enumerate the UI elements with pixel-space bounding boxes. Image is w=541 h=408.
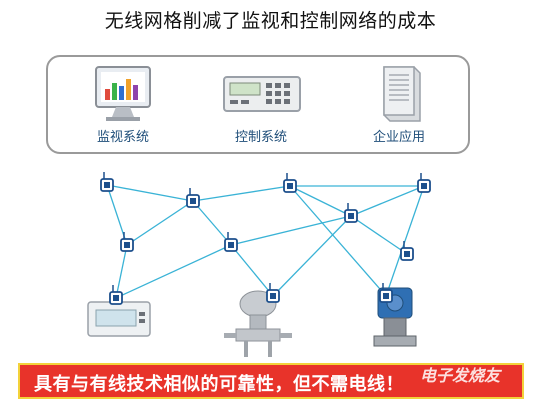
wireless-node-icon — [344, 203, 358, 223]
wireless-node-icon — [379, 283, 393, 303]
monitor-chart-icon — [95, 66, 151, 121]
watermark-text: 电子发烧友 — [420, 366, 501, 385]
systems-group-box: 监视系统 控制系统 企业应用 — [46, 55, 470, 154]
mesh-links — [106, 184, 425, 299]
control-system: 控制系统 — [206, 63, 316, 148]
wireless-node-icon — [109, 285, 123, 305]
enterprise-app: 企业应用 — [344, 63, 454, 148]
valve-actuator-icon — [373, 287, 417, 347]
banner-text: 具有与有线技术相似的可靠性，但不需电线！ — [34, 374, 404, 395]
wireless-node-icon — [100, 172, 114, 192]
wireless-node-icon — [186, 188, 200, 208]
conclusion-banner: 具有与有线技术相似的可靠性，但不需电线！ — [18, 363, 524, 399]
wireless-node-icon — [283, 173, 297, 193]
wireless-node-icon — [400, 241, 414, 261]
server-tower-icon — [383, 66, 421, 122]
pressure-transmitter-icon — [224, 290, 292, 357]
mesh-nodes — [100, 172, 431, 305]
wireless-node-icon — [224, 232, 238, 252]
monitoring-system-label: 监视系统 — [96, 130, 149, 145]
monitoring-system: 监视系统 — [68, 63, 178, 148]
display-panel-icon — [87, 301, 151, 337]
enterprise-app-label: 企业应用 — [372, 130, 425, 145]
wireless-node-icon — [266, 283, 280, 303]
control-system-label: 控制系统 — [234, 130, 287, 145]
diagram-title: 无线网格削减了监视和控制网络的成本 — [104, 10, 437, 32]
controller-panel-icon — [223, 76, 301, 112]
wireless-node-icon — [417, 173, 431, 193]
wireless-node-icon — [120, 232, 134, 252]
